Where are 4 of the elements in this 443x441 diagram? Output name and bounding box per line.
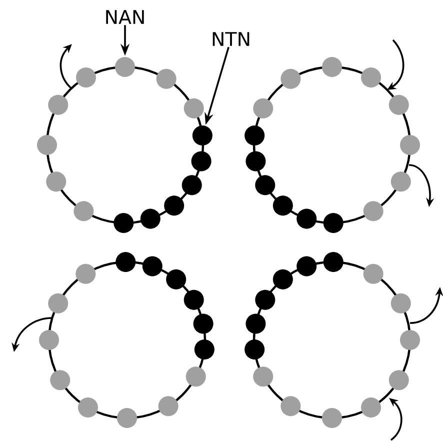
bead	[192, 126, 212, 146]
callout-label: NTN	[212, 32, 250, 46]
callout-label: NAN	[106, 10, 144, 24]
bead	[115, 57, 135, 77]
